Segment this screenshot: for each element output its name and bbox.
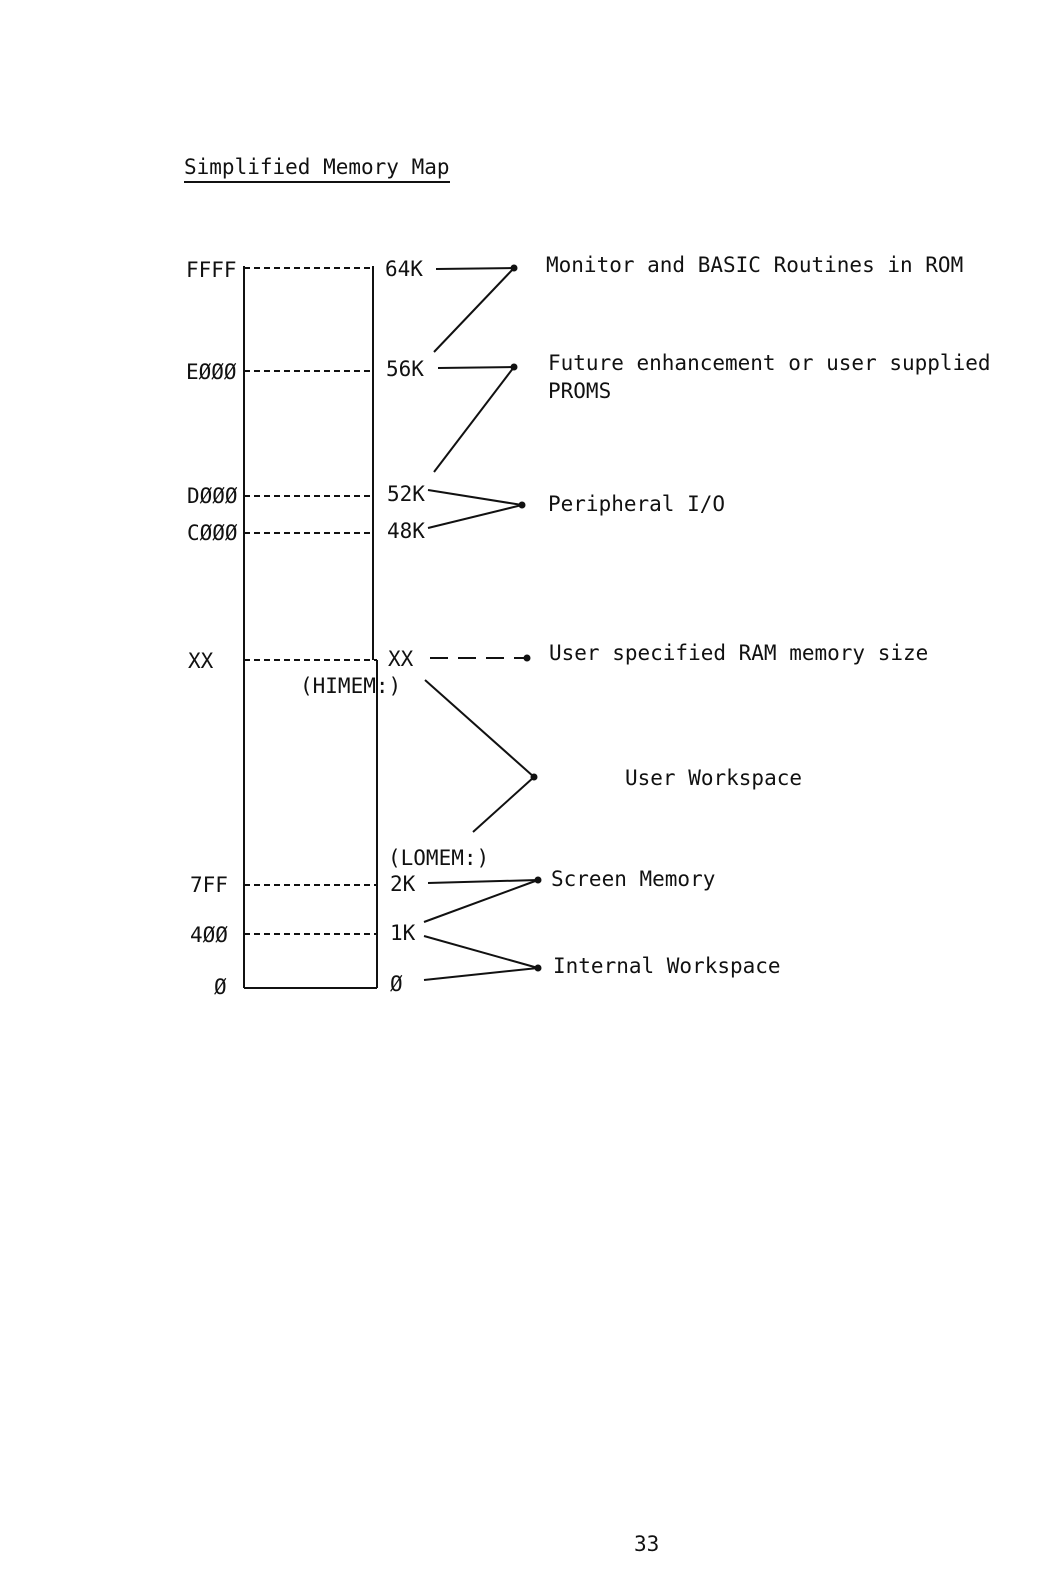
addr-label-e000: EØØØ <box>186 360 237 384</box>
size-label-2k: 2K <box>390 872 416 896</box>
connector-screen-bracket <box>423 879 539 923</box>
page-number: 33 <box>634 1532 660 1556</box>
addr-label-7ff: 7FF <box>190 873 228 897</box>
diagram-title: Simplified Memory Map <box>184 154 450 183</box>
connector-workspace-bottom <box>472 776 535 833</box>
connector-52k <box>427 489 523 506</box>
memory-column <box>243 266 378 989</box>
connector-0 <box>423 967 539 981</box>
size-label-0: Ø <box>390 972 403 996</box>
region-user-workspace: User Workspace <box>625 766 803 790</box>
addr-label-xx: XX <box>188 649 214 673</box>
region-ram-size: User specified RAM memory size <box>549 641 929 665</box>
address-boundaries <box>244 267 377 935</box>
connector-future-bracket <box>433 366 515 473</box>
region-internal-workspace: Internal Workspace <box>553 954 781 978</box>
himem-marker: (HIMEM:) <box>300 674 402 698</box>
region-rom: Monitor and BASIC Routines in ROM <box>546 253 964 277</box>
connector-rom-bracket <box>433 267 515 353</box>
addr-label-0: Ø <box>214 975 227 999</box>
region-future-line2: PROMS <box>548 379 612 403</box>
size-label-64k: 64K <box>385 257 423 281</box>
addr-label-400: 4ØØ <box>190 923 228 947</box>
connector-workspace-top <box>424 679 535 778</box>
connector-48k <box>427 504 523 529</box>
region-future-line1: Future enhancement or user supplied <box>548 351 991 375</box>
addr-label-c000: CØØØ <box>187 521 238 545</box>
connectors <box>423 267 539 981</box>
size-label-xx: XX <box>388 647 414 671</box>
addr-label-d000: DØØØ <box>187 484 238 508</box>
size-label-52k: 52K <box>387 482 425 506</box>
addr-label-ffff: FFFF <box>186 258 237 282</box>
connector-1k <box>423 935 539 969</box>
region-peripheral: Peripheral I/O <box>548 492 726 516</box>
region-screen-memory: Screen Memory <box>551 867 716 891</box>
lomem-marker: (LOMEM:) <box>388 846 490 870</box>
connector-dots <box>510 264 542 972</box>
size-label-1k: 1K <box>390 921 416 945</box>
connector-56k <box>437 366 515 369</box>
size-label-48k: 48K <box>387 519 425 543</box>
size-label-56k: 56K <box>386 357 424 381</box>
connector-2k <box>427 879 539 884</box>
connector-64k <box>435 267 515 270</box>
